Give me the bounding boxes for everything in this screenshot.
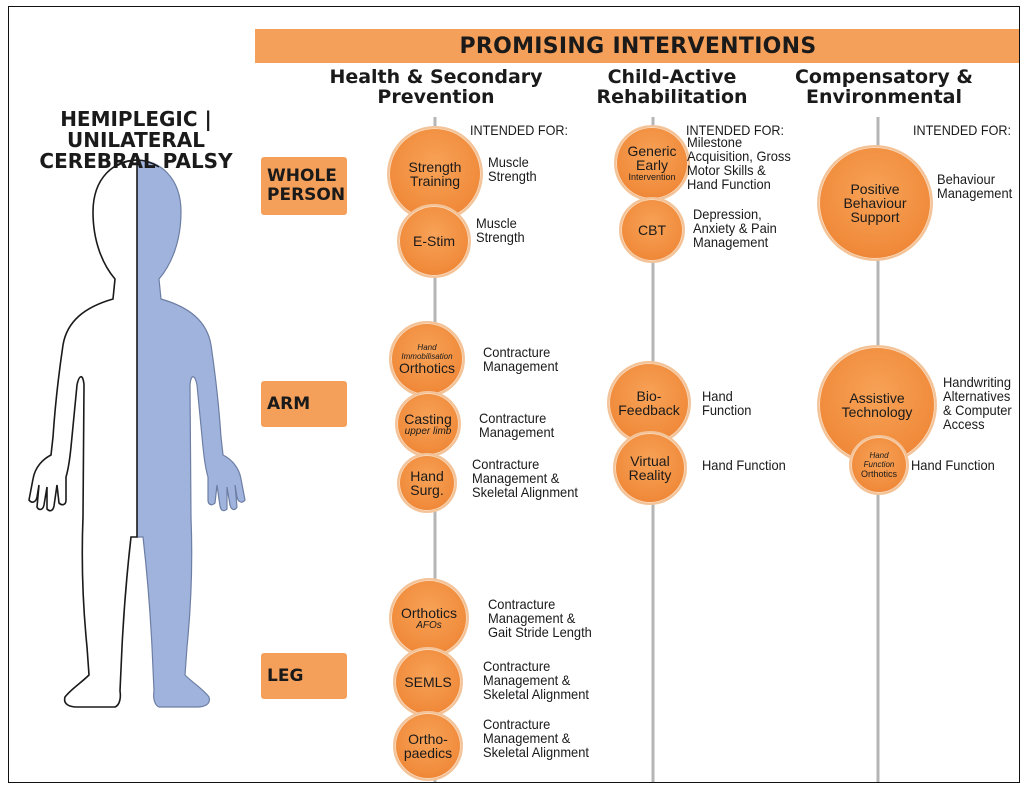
- row-label-leg: LEG: [261, 653, 347, 699]
- bubble-orthopaedics: Ortho- paedics: [393, 711, 463, 781]
- desc-generic-early-intervention: Milestone Acquisition, Gross Motor Skill…: [687, 134, 791, 192]
- bubble-biofeedback: Bio- Feedback: [607, 361, 691, 445]
- desc-hand-function-orthotics: Hand Function: [911, 457, 995, 473]
- row-label-whole-person: WHOLE PERSON: [261, 157, 347, 215]
- desc-semls: Contracture Management & Skeletal Alignm…: [483, 658, 589, 702]
- desc-orthotics-afo: Contracture Management & Gait Stride Len…: [488, 596, 592, 640]
- unaffected-side-shape: [28, 159, 138, 708]
- bubble-label: E-Stim: [413, 233, 455, 249]
- bubble-e-stim: E-Stim: [397, 204, 471, 278]
- bubble-hand-function-orthotics: Hand Function Orthotics: [849, 435, 909, 495]
- row-label-arm: ARM: [261, 381, 347, 427]
- bubble-label: SEMLS: [404, 674, 452, 690]
- bubble-label: Orthotics: [398, 360, 455, 376]
- column-heading-comp: Compensatory & Environmental: [794, 66, 973, 108]
- banner: PROMISING INTERVENTIONS: [255, 29, 1019, 63]
- page-title: HEMIPLEGIC | UNILATERAL CEREBRAL PALSY: [39, 107, 233, 173]
- bubble-hand-surgery: Hand Surg.: [397, 453, 457, 513]
- bubble-cbt: CBT: [619, 197, 685, 263]
- desc-casting: Contracture Management: [479, 410, 555, 440]
- bubble-sub: AFOs: [416, 619, 442, 631]
- bubble-positive-behaviour-support: Positive Behaviour Support: [817, 145, 933, 261]
- bubble-generic-early-intervention: Generic Early Intervention: [614, 125, 690, 201]
- bubble-label: Virtual Reality: [628, 453, 672, 483]
- column-heading-health: Health & Secondary Prevention: [329, 66, 543, 108]
- desc-assistive-technology: Handwriting Alternatives & Computer Acce…: [943, 374, 1012, 432]
- diagram-frame: PROMISING INTERVENTIONS Health & Seconda…: [8, 6, 1020, 783]
- bubble-sub: upper limb: [404, 425, 452, 437]
- bubble-casting: Casting upper limb: [395, 391, 461, 457]
- column-heading-child: Child-Active Rehabilitation: [596, 66, 748, 108]
- bubble-label: Assistive Technology: [841, 390, 913, 420]
- bubble-orthotics-afo: Orthotics AFOs: [389, 578, 469, 658]
- bubble-label: Ortho- paedics: [403, 731, 453, 761]
- desc-strength-training: Muscle Strength: [488, 154, 537, 184]
- bubble-label: Bio- Feedback: [618, 388, 680, 418]
- banner-title: PROMISING INTERVENTIONS: [459, 33, 817, 59]
- intended-for-label-child: INTENDED FOR:: [686, 122, 785, 138]
- bubble-label: Generic Early: [627, 143, 677, 173]
- desc-cbt: Depression, Anxiety & Pain Management: [693, 206, 777, 250]
- bubble-label: Orthotics: [860, 469, 897, 479]
- child-figure-icon: [28, 159, 246, 708]
- bubble-label: Orthotics: [400, 604, 457, 621]
- bubble-label: CBT: [638, 222, 666, 238]
- affected-side-shape: [136, 159, 246, 708]
- intended-for-label-comp: INTENDED FOR:: [913, 122, 1012, 138]
- bubble-prefix: Hand Function: [863, 451, 895, 469]
- desc-hand-orthotics: Contracture Management: [483, 344, 559, 374]
- bubble-label: Positive Behaviour Support: [843, 181, 907, 225]
- bubble-sub: Intervention: [628, 172, 676, 182]
- bubble-label: Casting: [404, 410, 452, 427]
- desc-positive-behaviour-support: Behaviour Management: [937, 171, 1013, 201]
- bubble-assistive-technology: Assistive Technology: [817, 345, 937, 465]
- desc-hand-surgery: Contracture Management & Skeletal Alignm…: [472, 456, 578, 500]
- bubble-label: Strength Training: [408, 159, 462, 189]
- desc-biofeedback: Hand Function: [702, 388, 752, 418]
- desc-e-stim: Muscle Strength: [476, 215, 525, 245]
- desc-virtual-reality: Hand Function: [702, 457, 786, 473]
- bubble-hand-orthotics: Hand Immobilisation Orthotics: [389, 321, 465, 397]
- bubble-virtual-reality: Virtual Reality: [613, 431, 687, 505]
- bubble-semls: SEMLS: [393, 647, 463, 717]
- head-outline: [114, 159, 160, 168]
- intended-for-label-health: INTENDED FOR:: [470, 122, 569, 138]
- bubble-label: Hand Surg.: [410, 468, 444, 498]
- desc-orthopaedics: Contracture Management & Skeletal Alignm…: [483, 716, 589, 760]
- bubble-prefix: Hand Immobilisation: [401, 343, 453, 361]
